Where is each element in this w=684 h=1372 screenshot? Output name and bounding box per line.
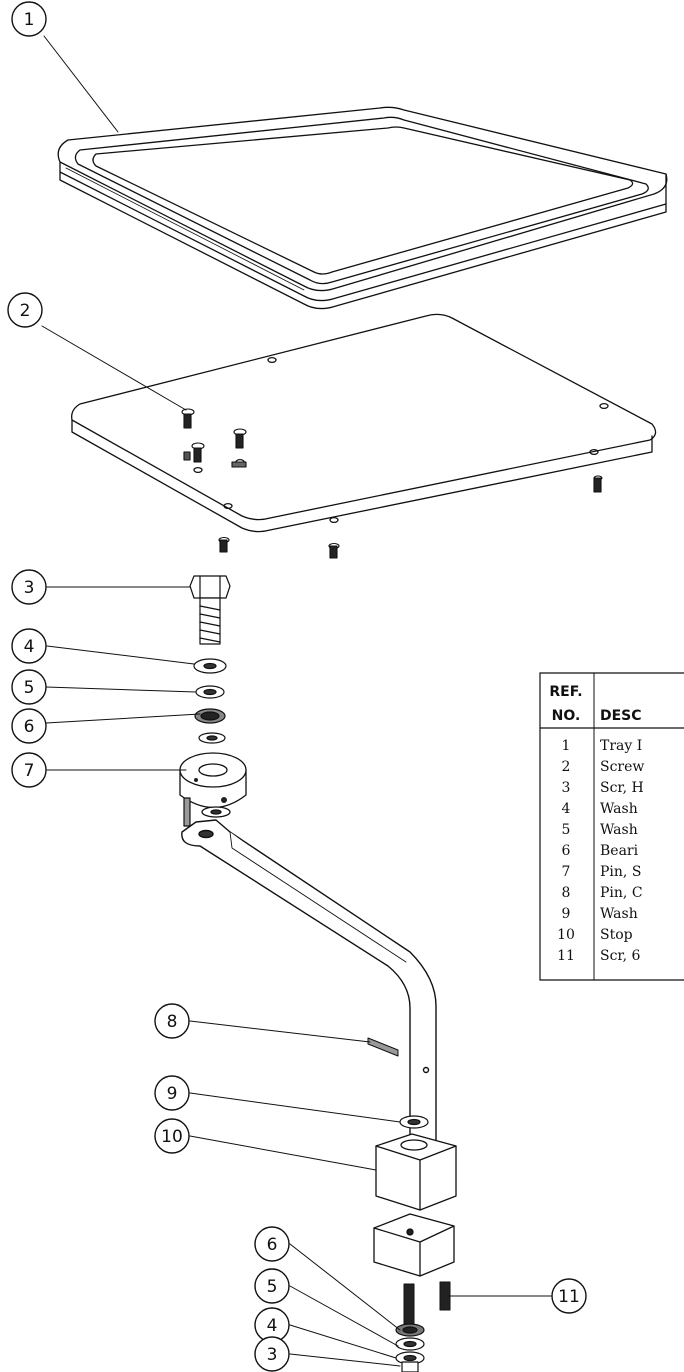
svg-text:3: 3: [267, 1345, 278, 1365]
callout-1: 1: [11, 1, 47, 37]
svg-text:Scr, 6: Scr, 6: [600, 948, 640, 964]
callout-5-bottom: 5: [254, 1268, 290, 1304]
table-row: 6 Beari: [562, 843, 639, 859]
callout-6-bottom: 6: [254, 1226, 290, 1262]
lower-washer-stack: [395, 1323, 425, 1365]
svg-text:3: 3: [24, 578, 35, 598]
svg-text:11: 11: [558, 1287, 580, 1307]
callout-9: 9: [154, 1075, 190, 1111]
svg-text:Tray I: Tray I: [600, 738, 642, 754]
svg-text:7: 7: [24, 761, 35, 781]
svg-text:11: 11: [557, 948, 575, 964]
stop-block-upper: [375, 1133, 457, 1211]
svg-text:10: 10: [161, 1127, 183, 1147]
set-screw: [403, 1281, 451, 1325]
table-row: 10 Stop: [557, 927, 633, 943]
svg-text:6: 6: [267, 1235, 278, 1255]
svg-text:5: 5: [562, 822, 571, 838]
svg-text:4: 4: [562, 801, 571, 817]
callout-10: 10: [154, 1118, 190, 1154]
spring-pin: [183, 797, 191, 827]
arm-washer: [399, 1115, 429, 1129]
svg-text:Pin, S: Pin, S: [600, 864, 641, 880]
callout-7: 7: [11, 752, 47, 788]
svg-text:2: 2: [20, 301, 31, 321]
swing-arm: [181, 819, 437, 1192]
callout-11: 11: [551, 1278, 587, 1314]
svg-text:Beari: Beari: [600, 843, 639, 859]
svg-text:Wash: Wash: [600, 906, 638, 922]
table-row: 9 Wash: [562, 906, 638, 922]
clevis-pin: [367, 1037, 399, 1057]
stop-block-lower: [373, 1213, 455, 1277]
leader-lines: [41, 35, 552, 1367]
table-header-ref: REF.: [549, 684, 582, 700]
svg-text:7: 7: [562, 864, 571, 880]
hex-bolt-top: [189, 575, 231, 645]
table-row: 5 Wash: [562, 822, 638, 838]
callout-8: 8: [154, 1003, 190, 1039]
svg-text:4: 4: [24, 637, 35, 657]
table-header-no: NO.: [552, 708, 581, 724]
svg-text:Stop: Stop: [600, 927, 633, 943]
callout-3-top: 3: [11, 569, 47, 605]
svg-text:8: 8: [562, 885, 571, 901]
svg-text:Screw: Screw: [600, 759, 644, 775]
svg-text:Pin, C: Pin, C: [600, 885, 643, 901]
svg-text:4: 4: [267, 1316, 278, 1336]
table-row: 2 Screw: [562, 759, 645, 775]
svg-text:5: 5: [24, 678, 35, 698]
tray-frame: [57, 106, 668, 310]
callout-5-top: 5: [11, 669, 47, 705]
svg-text:9: 9: [167, 1084, 178, 1104]
upper-washer-stack: [193, 658, 227, 744]
svg-text:1: 1: [562, 738, 571, 754]
table-header-desc: DESC: [600, 708, 642, 724]
table-row: 11 Scr, 6: [557, 948, 640, 964]
svg-text:Scr, H: Scr, H: [600, 780, 644, 796]
svg-text:8: 8: [167, 1012, 178, 1032]
callout-6-top: 6: [11, 708, 47, 744]
svg-text:Wash: Wash: [600, 801, 638, 817]
svg-text:6: 6: [562, 843, 571, 859]
tray-plate: [71, 313, 657, 533]
svg-text:10: 10: [557, 927, 575, 943]
table-row: 3 Scr, H: [562, 780, 644, 796]
svg-text:3: 3: [562, 780, 571, 796]
svg-text:9: 9: [562, 906, 571, 922]
callout-3-bottom: 3: [254, 1336, 290, 1372]
plate-screws: [181, 408, 603, 559]
svg-text:Wash: Wash: [600, 822, 638, 838]
table-row: 7 Pin, S: [562, 864, 642, 880]
callout-2: 2: [7, 292, 43, 328]
svg-text:5: 5: [267, 1277, 278, 1297]
callout-4-top: 4: [11, 628, 47, 664]
table-row: 4 Wash: [562, 801, 638, 817]
table-row: 1 Tray I: [562, 738, 643, 754]
svg-text:2: 2: [562, 759, 571, 775]
svg-text:1: 1: [24, 10, 35, 30]
table-row: 8 Pin, C: [562, 885, 643, 901]
hub-collar: [179, 752, 247, 818]
hex-bolt-bottom: [401, 1361, 419, 1372]
svg-text:6: 6: [24, 717, 35, 737]
